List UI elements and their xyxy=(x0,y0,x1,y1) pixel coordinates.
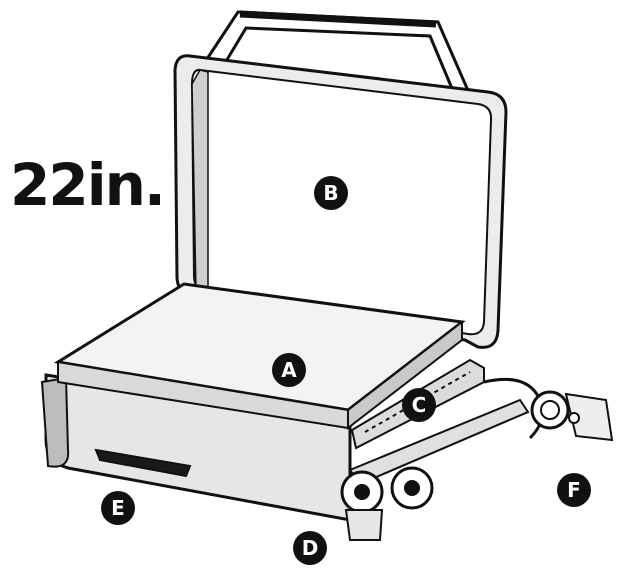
control-knobs xyxy=(340,466,434,541)
callout-e-label: E xyxy=(111,496,125,520)
callout-c-label: C xyxy=(412,393,427,417)
lid-handle xyxy=(203,10,472,99)
size-label: 22in. xyxy=(10,151,166,219)
callout-f-label: F xyxy=(567,478,581,502)
callout-d: D xyxy=(293,531,327,565)
propane-regulator xyxy=(530,390,614,442)
callout-c: C xyxy=(402,388,436,422)
callout-e: E xyxy=(101,491,135,525)
callout-b: B xyxy=(314,176,348,210)
callout-d-label: D xyxy=(302,536,319,560)
callout-f: F xyxy=(557,473,591,507)
griddle-plate xyxy=(53,282,466,431)
callout-a-label: A xyxy=(281,358,297,382)
callout-b-label: B xyxy=(323,181,338,205)
grease-tray-handle xyxy=(94,448,192,478)
callout-a: A xyxy=(272,353,306,387)
